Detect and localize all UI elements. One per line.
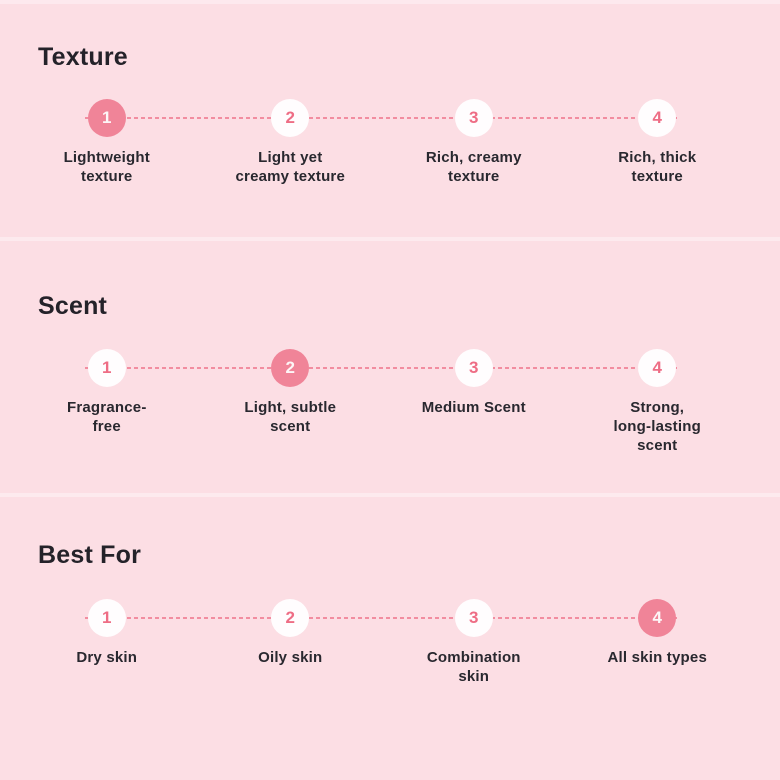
scent-step-3-indicator: 3 [454,349,493,387]
texture-step-4: 4 Rich, thick texture [566,99,750,186]
scent-dotted-connector-line [85,367,679,369]
scent-step-2-label: Light, subtle scent [244,399,337,435]
texture-step-4-label: Rich, thick texture [618,149,697,185]
section-title-best-for: Best For [38,541,142,569]
texture-step-3-label: Rich, creamy texture [425,149,522,185]
best-for-dotted-connector-line [85,617,679,619]
best-for-step-3-indicator: 3 [454,599,493,637]
section-scent: Scent 1 Fragrance- free 2 Light, subtle … [0,241,780,497]
best-for-scale-row: 1 Dry skin 2 Oily skin 3 Combination ski… [15,599,749,686]
best-for-step-4-indicator: 4 [638,599,677,637]
best-for-step-2: 2 Oily skin [199,599,383,686]
top-highlight-strip [0,0,780,4]
texture-step-2-indicator: 2 [271,99,310,137]
texture-dotted-connector-line [85,117,679,119]
texture-step-2-label: Light yet creamy texture [235,149,346,185]
best-for-step-1: 1 Dry skin [15,599,199,686]
section-texture: Texture 1 Lightweight texture 2 Light ye… [0,0,780,241]
best-for-step-1-label: Dry skin [76,649,138,666]
best-for-step-4-label: All skin types [607,649,707,666]
texture-step-1-label: Lightweight texture [63,149,150,185]
scent-step-2-indicator: 2 [271,349,310,387]
best-for-step-1-indicator: 1 [87,599,126,637]
scent-step-2: 2 Light, subtle scent [199,349,383,455]
texture-step-4-indicator: 4 [638,99,677,137]
texture-step-3: 3 Rich, creamy texture [382,99,566,186]
best-for-step-2-label: Oily skin [258,649,323,666]
scent-step-4-indicator: 4 [638,349,677,387]
best-for-step-3-label: Combination skin [426,649,521,685]
texture-step-3-indicator: 3 [454,99,493,137]
best-for-step-4: 4 All skin types [566,599,750,686]
section-title-texture: Texture [38,43,128,71]
scent-step-3-label: Medium Scent [421,399,526,416]
texture-scale-row: 1 Lightweight texture 2 Light yet creamy… [15,99,749,186]
scent-step-4: 4 Strong, long-lasting scent [566,349,750,455]
best-for-step-2-indicator: 2 [271,599,310,637]
scent-step-1: 1 Fragrance- free [15,349,199,455]
scent-scale-row: 1 Fragrance- free 2 Light, subtle scent … [15,349,749,455]
best-for-step-3: 3 Combination skin [382,599,566,686]
scent-step-4-label: Strong, long-lasting scent [613,399,701,454]
texture-step-1-indicator: 1 [87,99,126,137]
texture-step-1: 1 Lightweight texture [15,99,199,186]
section-best-for: Best For 1 Dry skin 2 Oily skin 3 Combin… [0,497,780,780]
section-title-scent: Scent [38,292,108,320]
scent-step-1-indicator: 1 [87,349,126,387]
scent-step-3: 3 Medium Scent [382,349,566,455]
scent-step-1-label: Fragrance- free [66,399,147,435]
texture-step-2: 2 Light yet creamy texture [199,99,383,186]
